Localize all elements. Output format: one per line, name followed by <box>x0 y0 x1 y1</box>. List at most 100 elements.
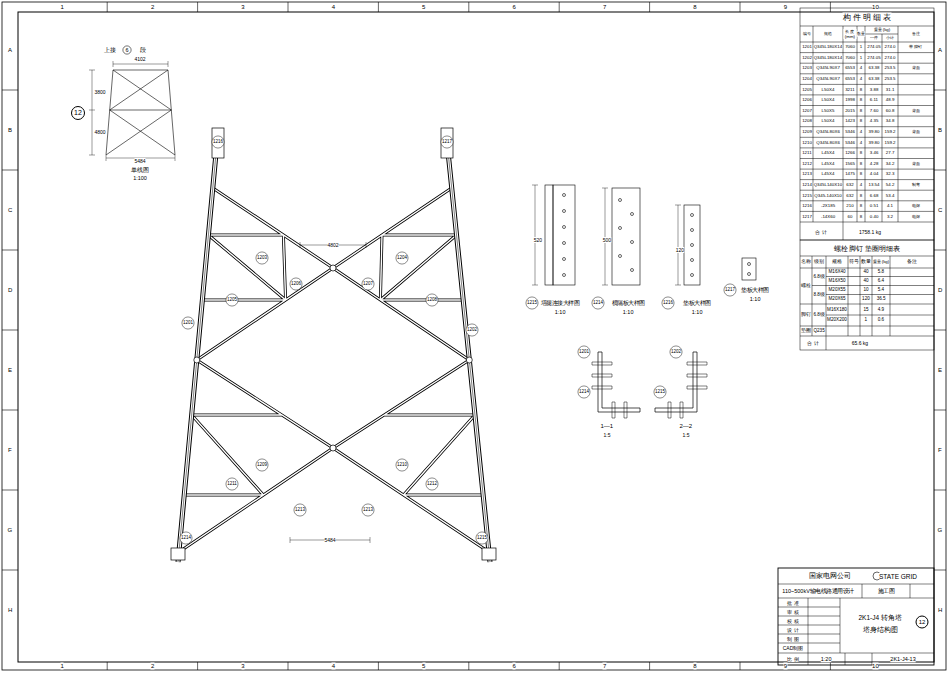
grid-number: 1 <box>61 663 64 670</box>
splice-plate <box>441 128 453 158</box>
table-cell: 1266 <box>845 151 855 156</box>
scale: 1:10 <box>623 309 634 315</box>
node-plate <box>466 357 472 363</box>
table-cell: -2X185 <box>821 204 835 209</box>
table-cell: 39.80 <box>868 129 879 134</box>
design-stage: 施工图 <box>878 588 895 594</box>
table-cell: 3.88 <box>869 87 878 92</box>
callout-number: 1210 <box>396 459 409 472</box>
table-cell: 34.2 <box>886 161 895 166</box>
table-cell: 60.8 <box>886 108 895 113</box>
table-cell: 电焊 <box>912 214 921 219</box>
bolt-holes <box>691 214 694 277</box>
dimension: 500 <box>603 237 611 243</box>
table-cell: 背面 <box>912 66 921 71</box>
table-cell: L50X5 <box>822 108 835 113</box>
callout-number: 1217 <box>724 284 737 297</box>
table-cell: 6.4 <box>878 278 884 283</box>
single-line-view <box>89 61 175 161</box>
table-cell: 1208 <box>802 119 812 124</box>
table-cell: 1998 <box>845 98 855 103</box>
table-cell: 4 <box>860 66 862 71</box>
table-cell: 53.4 <box>886 193 895 198</box>
drawing-number: 2K1-J4-13 <box>890 656 915 662</box>
table-cell: 3.2 <box>887 214 893 219</box>
node-plate <box>194 357 200 363</box>
table-cell: 54.2 <box>886 182 895 187</box>
angle-section <box>598 352 640 412</box>
leg-outline <box>178 132 490 562</box>
table-cell: 40 <box>863 269 868 274</box>
table-cell: 6.11 <box>869 98 877 103</box>
table-cell: 4.04 <box>869 172 878 177</box>
table-cell: 40 <box>863 278 868 283</box>
signature-field: 批 准 <box>787 600 798 606</box>
table-cell: 159.2 <box>885 129 896 134</box>
table-header: 一件 <box>869 35 878 40</box>
table-cell: 60 <box>848 214 853 219</box>
table-cell: 8 <box>860 161 862 166</box>
table-cell: 背面 <box>912 161 921 166</box>
callout-number: 1201 <box>578 346 591 359</box>
table-cell: 1204 <box>802 76 812 81</box>
table-total: 合 计 <box>815 229 826 235</box>
table-cell: 1210 <box>802 140 812 145</box>
bolt-holes <box>748 263 751 276</box>
table-cell: 6.8级 <box>813 312 824 317</box>
node-plate <box>330 265 336 271</box>
table-cell: 8 <box>860 172 862 177</box>
table-cell: Q345L80X6 <box>816 129 839 134</box>
tower-body <box>171 128 496 562</box>
grid-letter: D <box>8 287 12 294</box>
grid-number: 8 <box>693 4 696 11</box>
signature-field: CAD制图 <box>783 645 804 651</box>
table-cell: 210 <box>846 204 853 209</box>
grid-number: 10 <box>872 663 879 670</box>
table-cell: 8.8级 <box>813 292 824 297</box>
plate <box>742 258 756 280</box>
table-cell: M20X65 <box>828 296 845 301</box>
parts-table-grid <box>800 8 934 350</box>
grid-number: 3 <box>241 4 244 11</box>
callout-number: 1213 <box>294 504 307 517</box>
table-cell: Q235 <box>813 328 824 333</box>
dimension: 4102 <box>135 56 146 62</box>
table-header: 规格 <box>832 259 841 264</box>
grid-letter: B <box>938 127 942 134</box>
scale: 1:100 <box>133 175 147 181</box>
table-cell: 10 <box>863 287 868 292</box>
table-cell: 5346 <box>845 140 855 145</box>
bolt-holes <box>563 194 566 277</box>
grid-letter: B <box>8 127 12 134</box>
table-cell: 3.46 <box>869 151 878 156</box>
table-cell: 8 <box>860 87 862 92</box>
table-cell: 8 <box>860 119 862 124</box>
table-lines <box>800 26 934 240</box>
table-cell: -14X60 <box>821 214 835 219</box>
table-cell: 1202 <box>802 55 812 60</box>
table-header: 备注 <box>907 259 916 264</box>
table-border <box>800 8 934 240</box>
table-cell: 4 <box>860 76 862 81</box>
callout-number: 1214 <box>578 386 591 399</box>
table-cell: 632 <box>846 182 853 187</box>
leg-fill <box>178 132 490 562</box>
table-cell: 5346 <box>845 129 855 134</box>
table-cell: 48.9 <box>886 98 895 103</box>
table-header: 编号 <box>802 31 811 36</box>
table-cell: 1 <box>865 317 868 322</box>
detail-title: 横隔板大样图 <box>612 300 645 306</box>
node-plate <box>330 445 336 451</box>
dimension-lines <box>532 185 681 285</box>
tower-outline <box>106 70 175 155</box>
splice-plate <box>212 128 224 158</box>
table-cell: 5.8 <box>878 269 884 274</box>
table-cell: 4 <box>860 140 862 145</box>
bolt-symbols <box>668 362 707 418</box>
callout-number: 1215 <box>526 297 539 310</box>
table-title: 螺栓 脚钉 垫圈明细表 <box>834 245 901 252</box>
table-header: 数量 <box>857 31 866 36</box>
scale: 1:10 <box>555 309 566 315</box>
segment-number: 12 <box>71 106 85 120</box>
table-border <box>800 240 934 350</box>
